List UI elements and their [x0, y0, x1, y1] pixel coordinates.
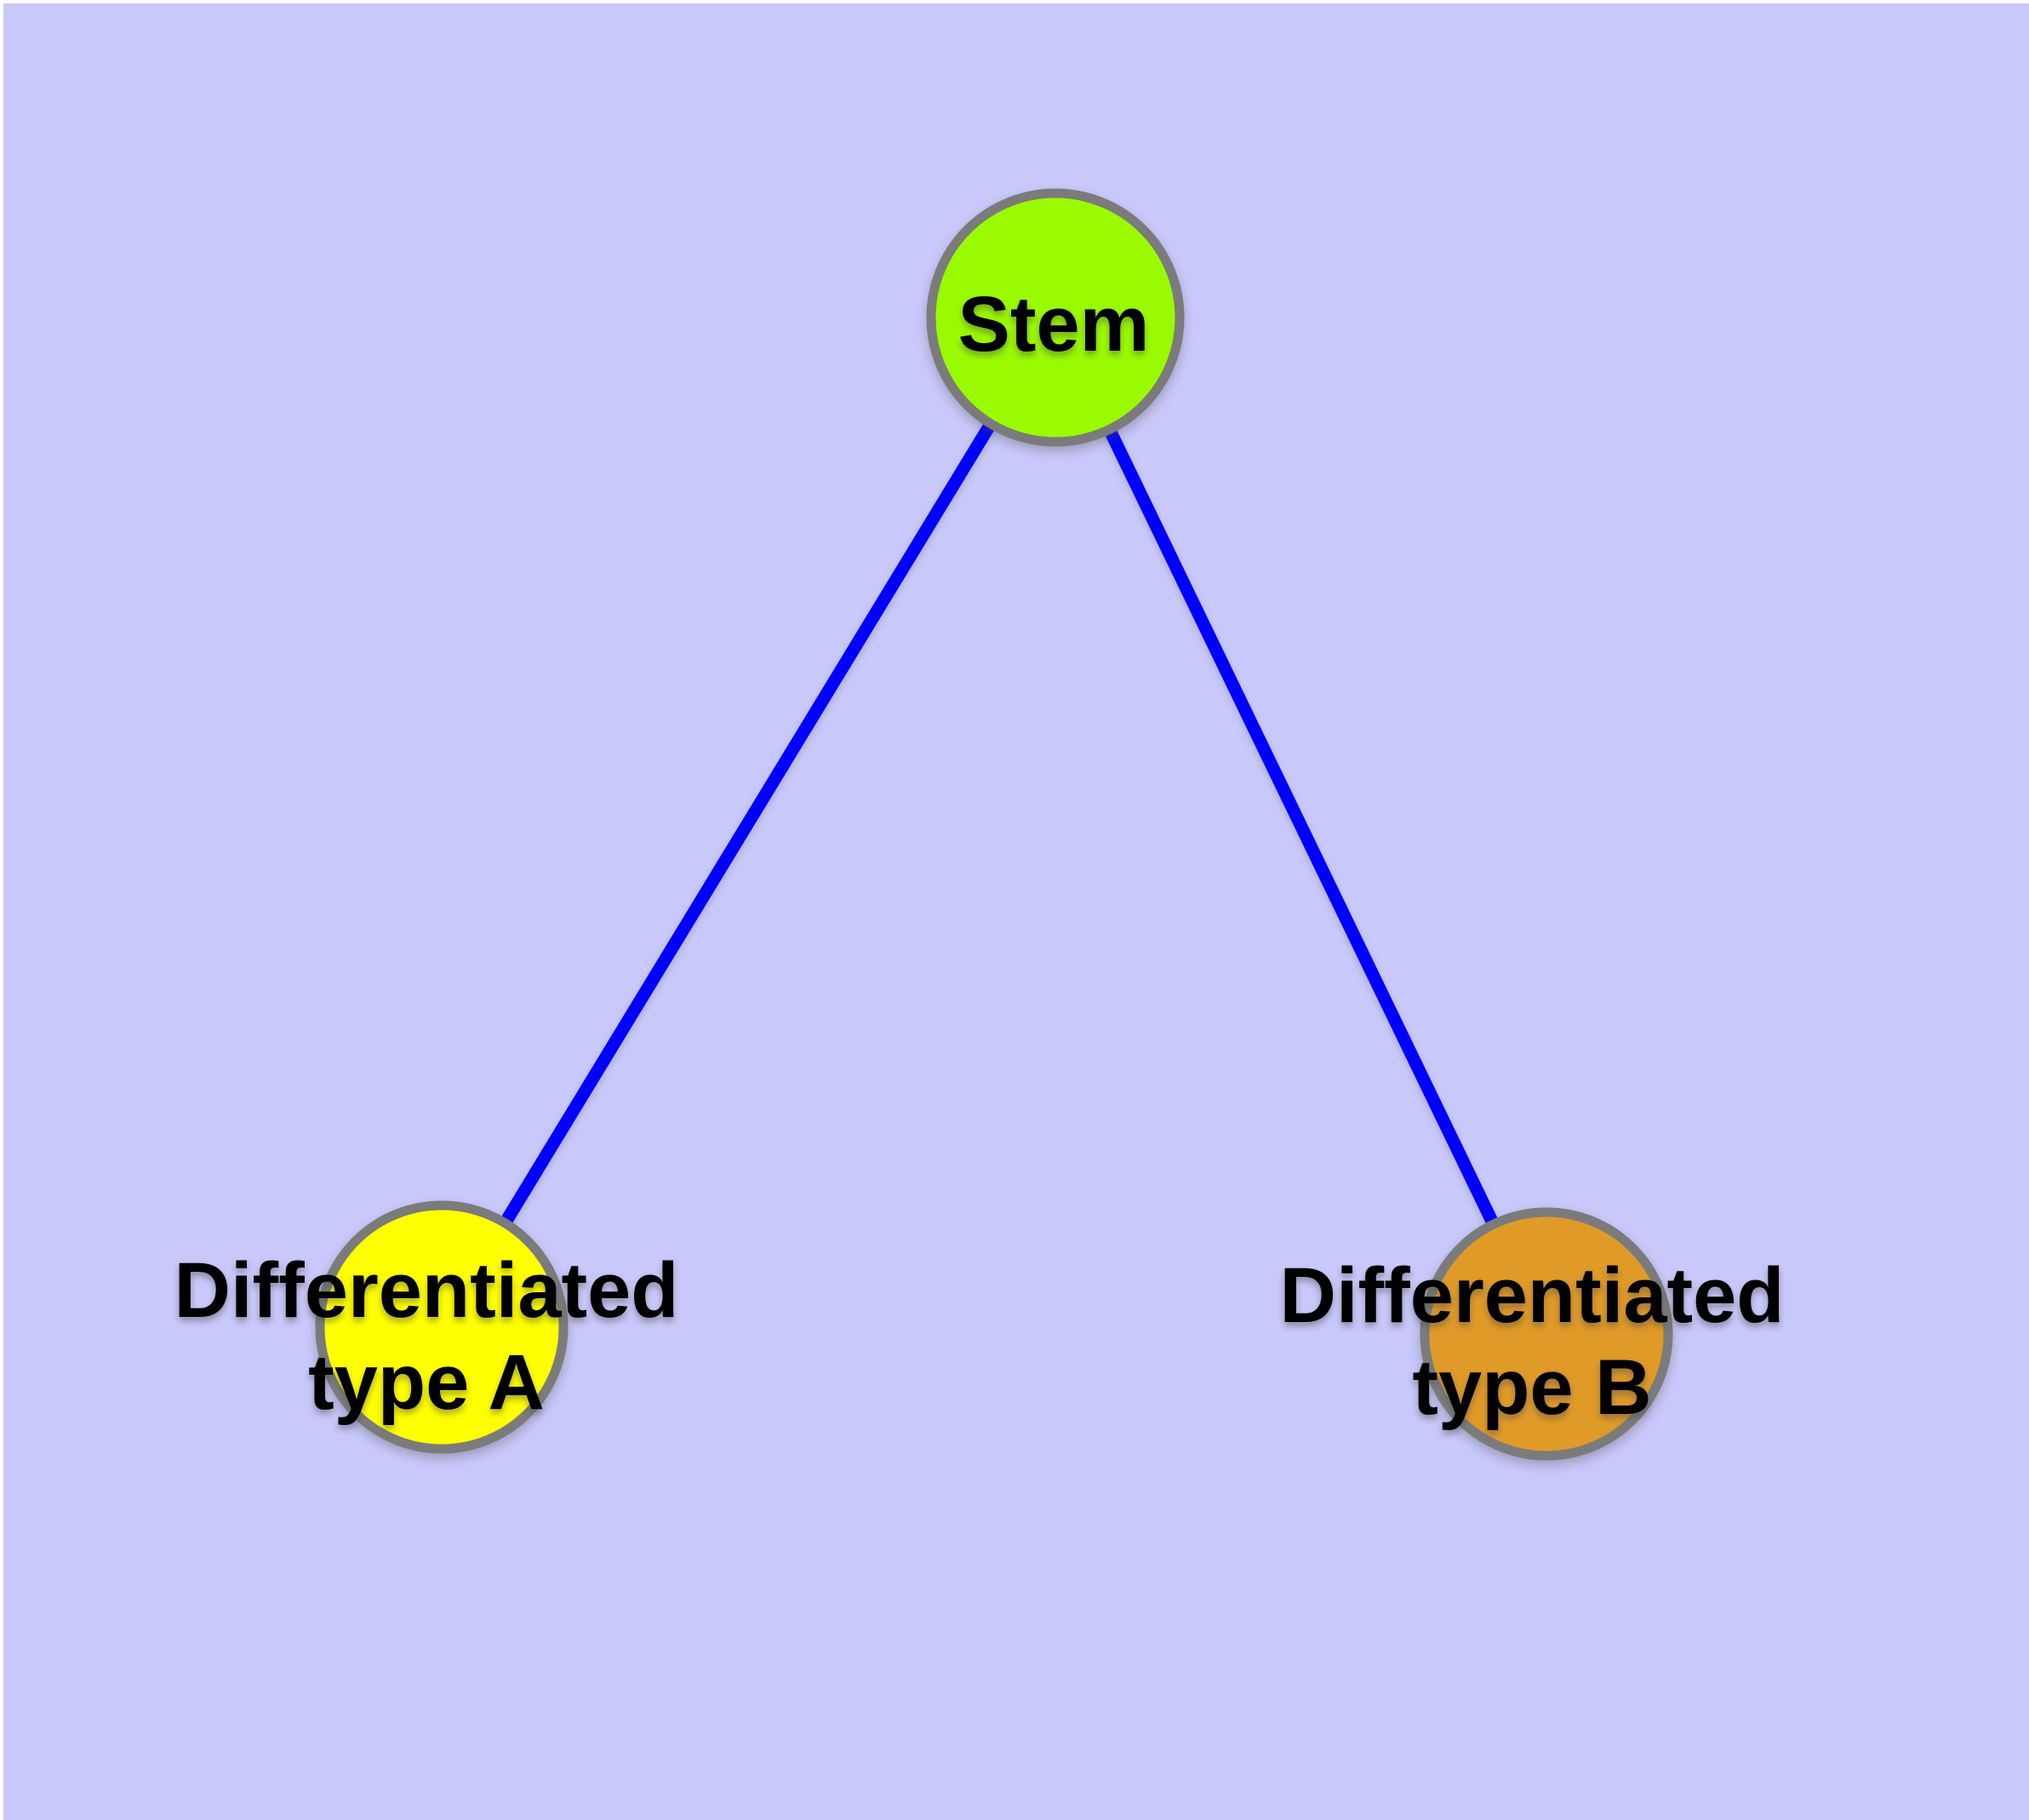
edge-stem-to-type-a [435, 311, 1062, 1334]
node-type-b-label-line2: type B [1412, 1344, 1651, 1431]
node-differentiated-type-a [315, 1200, 569, 1454]
node-differentiated-type-b [1420, 1207, 1673, 1461]
node-type-b-label-line1: Differentiated [1280, 1252, 1785, 1339]
edge-stem-to-type-b [1049, 311, 1553, 1341]
node-stem [926, 188, 1185, 447]
node-stem-label: Stem [958, 281, 1150, 368]
node-type-a-label-line1: Differentiated [174, 1247, 679, 1334]
node-type-a-label-line2: type A [308, 1339, 545, 1426]
